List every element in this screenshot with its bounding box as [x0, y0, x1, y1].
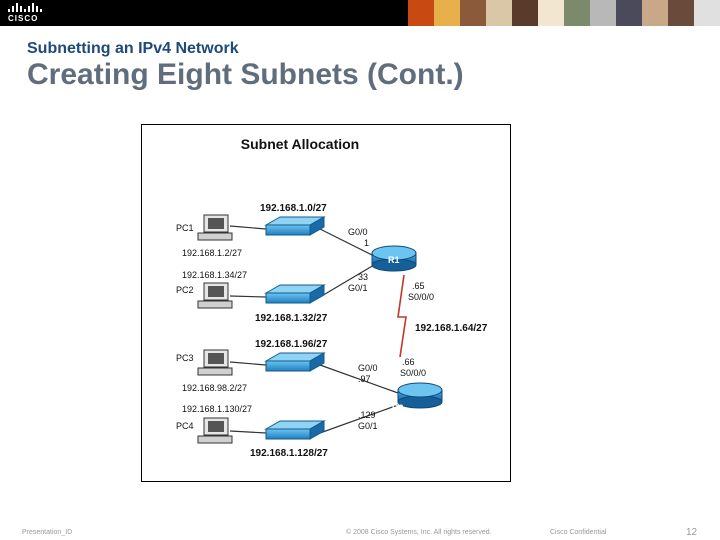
- network-label-5: 192.168.1.64/27: [415, 323, 488, 334]
- diagram-title: Subnet Allocation: [241, 136, 359, 152]
- switch1-icon: [264, 216, 326, 236]
- page-number: 12: [686, 527, 698, 538]
- r1-s-host: .65: [412, 281, 425, 291]
- subnet-diagram: Subnet Allocation: [141, 124, 511, 482]
- r1-g01-label: G0/1: [348, 283, 368, 293]
- slide-title: Creating Eight Subnets (Cont.): [27, 58, 464, 91]
- r2-g00-label: G0/0: [358, 363, 378, 373]
- serial-link: [397, 274, 407, 358]
- footer-presentation-id: Presentation_ID: [22, 529, 73, 536]
- r2-g01-host: .129: [358, 410, 376, 420]
- network-label-2: 192.168.1.32/27: [255, 313, 328, 324]
- link-sw4-r2: [319, 404, 399, 434]
- banner-photo-strip: [408, 0, 720, 26]
- pc3-label: PC3: [176, 353, 194, 363]
- header-banner: CISCO: [0, 0, 720, 26]
- topology-svg: Subnet Allocation: [176, 136, 488, 459]
- pc3-icon: [197, 349, 233, 376]
- link-sw2-r1: [319, 264, 375, 298]
- link-sw1-r1: [319, 228, 375, 257]
- r1-name: R1: [388, 255, 400, 265]
- r2-name: R2: [392, 403, 404, 413]
- link-pc1-sw1: [229, 225, 267, 230]
- pc1-label: PC1: [176, 223, 194, 233]
- router-r2-icon: [397, 382, 443, 409]
- link-pc4-sw4: [229, 430, 267, 434]
- link-pc3-sw3: [229, 361, 267, 366]
- pc1-icon: [197, 214, 233, 241]
- switch4-icon: [264, 420, 326, 440]
- pc4-ip: 192.168.1.130/27: [182, 404, 252, 414]
- r1-g00-label: G0/0: [348, 227, 368, 237]
- pc4-label: PC4: [176, 421, 194, 431]
- network-label-1: 192.168.1.0/27: [260, 203, 327, 214]
- pc2-label: PC2: [176, 285, 194, 295]
- r1-g01-host: 33: [358, 272, 368, 282]
- r1-g00-host: 1: [364, 238, 369, 248]
- pc3-ip: 192.168.98.2/27: [182, 383, 247, 393]
- r2-s-host: .66: [402, 357, 415, 367]
- cisco-logo: CISCO: [8, 3, 44, 23]
- pc2-icon: [197, 282, 233, 309]
- footer-copyright: © 2008 Cisco Systems, Inc. All rights re…: [346, 529, 492, 536]
- pc4-icon: [197, 417, 233, 444]
- footer-confidential: Cisco Confidential: [550, 529, 607, 536]
- switch2-icon: [264, 284, 326, 304]
- link-pc2-sw2: [229, 295, 267, 298]
- switch3-icon: [264, 352, 326, 372]
- pc2-ip: 192.168.1.34/27: [182, 270, 247, 280]
- pc1-ip: 192.168.1.2/27: [182, 248, 242, 258]
- network-label-3: 192.168.1.96/27: [255, 339, 328, 350]
- r2-s-label: S0/0/0: [400, 368, 426, 378]
- r1-s-label: S0/0/0: [408, 292, 434, 302]
- slide-subtitle: Subnetting an IPv4 Network: [27, 40, 239, 57]
- r2-g00-host: .97: [358, 374, 371, 384]
- network-label-4: 192.168.1.128/27: [250, 448, 328, 459]
- ethernet-links: [229, 225, 399, 434]
- link-sw3-r2: [319, 364, 399, 394]
- r2-g01-label: G0/1: [358, 421, 378, 431]
- router-r1-icon: [371, 245, 417, 272]
